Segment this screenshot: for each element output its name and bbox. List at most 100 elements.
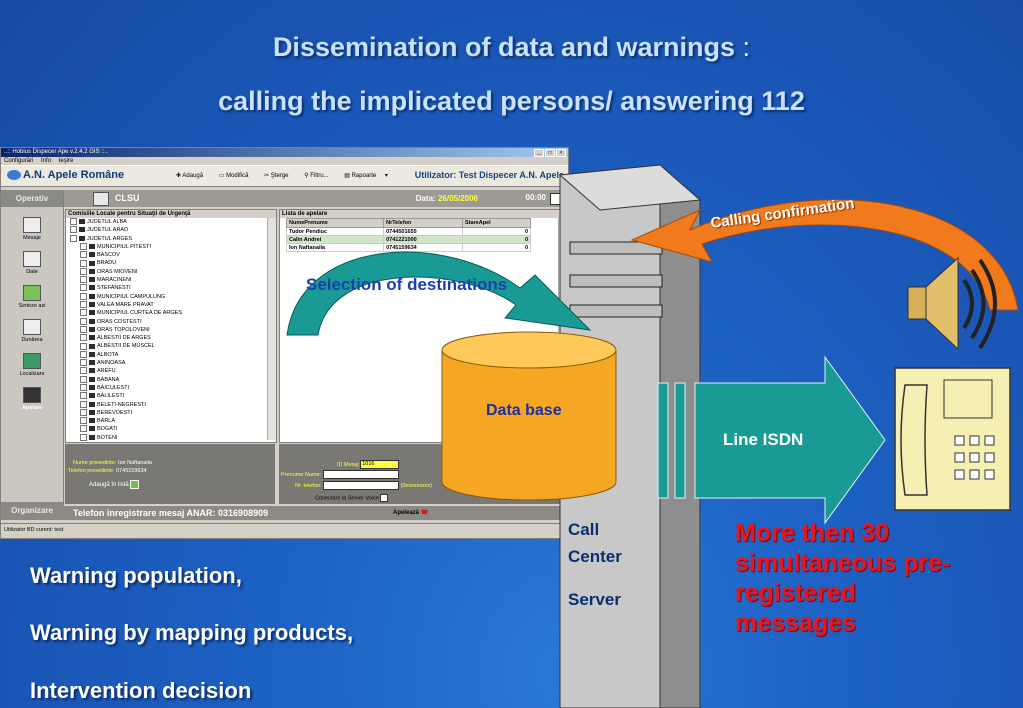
name-input[interactable] xyxy=(322,470,399,479)
tree-item[interactable]: ORAS MIOVENI xyxy=(66,267,276,276)
tree-item[interactable]: ALBESTII DE ARGES xyxy=(66,334,276,342)
menu-info[interactable]: Info xyxy=(41,158,52,164)
expand-icon[interactable] xyxy=(80,359,87,367)
sidebar-item-mesaje[interactable]: Mesaje xyxy=(1,217,63,241)
modify-button[interactable]: ▭ Modifică xyxy=(218,173,249,179)
expand-icon[interactable] xyxy=(70,234,77,242)
minimize-button[interactable]: _ xyxy=(534,149,544,157)
tree-item[interactable]: MARACINENI xyxy=(66,276,276,284)
expand-icon[interactable] xyxy=(80,301,87,309)
expand-icon[interactable] xyxy=(70,218,77,226)
sidebar-item-dunarea[interactable]: Dunărea xyxy=(1,319,63,343)
server-label-call: Call xyxy=(568,520,600,539)
expand-icon[interactable] xyxy=(80,292,87,300)
expand-icon[interactable] xyxy=(80,267,87,275)
expand-icon[interactable] xyxy=(80,425,87,433)
column-header[interactable]: StareApel xyxy=(461,218,532,228)
maximize-button[interactable]: □ xyxy=(545,149,555,157)
expand-icon[interactable] xyxy=(80,367,87,375)
column-header[interactable]: NumePrenume xyxy=(285,218,385,228)
expand-icon[interactable] xyxy=(80,408,87,416)
tree-item[interactable]: BOTENI xyxy=(66,433,276,442)
tree-item[interactable]: BEREVOESTI xyxy=(66,408,276,417)
tree-item[interactable]: AREFU xyxy=(66,367,276,375)
tree-item[interactable]: ANINOASA xyxy=(66,359,276,367)
sidebar-footer[interactable]: Organizare xyxy=(1,502,63,520)
column-header[interactable]: NrTelefon xyxy=(383,218,463,228)
president-name: Ion Naftanaila xyxy=(117,460,152,466)
sidebar-item-localizare[interactable]: Localizare xyxy=(1,353,63,377)
tree-item[interactable]: MUNICIPIUL PITESTI xyxy=(66,242,276,251)
tree-item[interactable]: BABANA xyxy=(66,375,276,384)
expand-icon[interactable] xyxy=(80,259,87,267)
tree-item[interactable]: VALEA MARE PRAVAT xyxy=(66,301,276,309)
tree-item[interactable]: JUDETUL ARGES xyxy=(66,234,276,243)
expand-icon[interactable] xyxy=(80,309,87,317)
time-picker-button[interactable] xyxy=(550,193,562,205)
name-cell: Ion Naftanaila xyxy=(285,243,385,252)
tree-item[interactable]: BELETI-NEGRESTI xyxy=(66,400,276,409)
expand-icon[interactable] xyxy=(80,242,87,250)
filter-button[interactable]: ⚲ Filtru... xyxy=(304,173,329,179)
phone-input[interactable] xyxy=(323,481,400,490)
expand-icon[interactable] xyxy=(80,342,87,350)
add-list-icon xyxy=(130,480,140,489)
tree-item[interactable]: BRADU xyxy=(66,259,276,267)
sidebar-header[interactable]: Operativ xyxy=(1,190,63,207)
expand-icon[interactable] xyxy=(80,251,87,259)
expand-icon[interactable] xyxy=(80,276,87,284)
expand-icon[interactable] xyxy=(80,400,87,408)
expand-icon[interactable] xyxy=(80,284,87,292)
delete-button[interactable]: ✂ Şterge xyxy=(264,173,289,179)
expand-icon[interactable] xyxy=(80,325,87,333)
tree-item[interactable]: ORAS COSTESTI xyxy=(66,317,276,326)
reports-button[interactable]: ▤ Rapoarte ▾ xyxy=(344,173,388,179)
add-button[interactable]: ✚ Adaugă xyxy=(176,173,204,179)
keypad-key xyxy=(954,469,965,480)
expand-icon[interactable] xyxy=(80,417,87,425)
tree-item[interactable]: BALILESTI xyxy=(66,392,276,400)
expand-icon[interactable] xyxy=(80,375,87,383)
expand-icon[interactable] xyxy=(80,350,87,358)
sidebar-item-sinteze[interactable]: Sinteze azi xyxy=(1,285,63,309)
expand-icon[interactable] xyxy=(80,433,87,441)
expand-icon[interactable] xyxy=(80,334,87,342)
menu-configurari[interactable]: Configurări xyxy=(4,158,34,164)
expand-icon[interactable] xyxy=(70,226,77,234)
tree-item[interactable]: BAICULESTI xyxy=(66,383,276,392)
folder-icon xyxy=(89,318,95,324)
delete-from-list-button[interactable]: Şterge din listă xyxy=(457,470,501,476)
menu-iesire[interactable]: Ieşire xyxy=(58,158,74,164)
tree-item[interactable]: ALBESTII DE MUSCEL xyxy=(66,342,276,350)
connect-server-row: Conectare la Server Voice xyxy=(315,494,389,502)
tree-item[interactable]: ORAS TOPOLOVENI xyxy=(66,325,276,334)
tree-item[interactable]: JUDETUL ARAD xyxy=(66,226,276,234)
tree-item[interactable]: JUDETUL ALBA xyxy=(66,218,276,226)
sidebar-item-apelare[interactable]: Apelare xyxy=(1,387,63,411)
clear-list-button[interactable]: Goleşte lista xyxy=(463,481,501,487)
tree-item[interactable]: BOGATI xyxy=(66,425,276,433)
call-button[interactable]: Apelează ☎ xyxy=(393,509,428,516)
tree-item[interactable]: ALBOTA xyxy=(66,350,276,359)
tree-item[interactable]: MUNICIPIUL CAMPULUNG xyxy=(66,292,276,301)
sidebar-item-label: Sinteze azi xyxy=(18,303,46,309)
tree-item[interactable]: BASCOV xyxy=(66,251,276,259)
connect-server-checkbox[interactable] xyxy=(380,494,389,502)
tree-item[interactable]: BARLA xyxy=(66,417,276,425)
tree-scrollbar[interactable] xyxy=(267,218,276,440)
add-to-list-button[interactable]: Adaugă în listă xyxy=(89,480,140,489)
clear-list-label: Goleşte lista xyxy=(463,481,494,488)
expand-icon[interactable] xyxy=(80,317,87,325)
close-button[interactable]: × xyxy=(556,149,566,157)
tree-item-label: BEREVOESTI xyxy=(97,409,133,416)
expand-icon[interactable] xyxy=(80,383,87,391)
sidebar-item-date[interactable]: Date xyxy=(1,251,63,275)
expand-icon[interactable] xyxy=(80,392,87,400)
tree-item[interactable]: MUNICIPIUL CURTEA DE ARGES xyxy=(66,309,276,317)
server-label-server: Server xyxy=(568,590,621,609)
msg-id-field[interactable]: 1016 xyxy=(360,460,400,469)
tree-item[interactable]: STEFANESTI xyxy=(66,284,276,292)
